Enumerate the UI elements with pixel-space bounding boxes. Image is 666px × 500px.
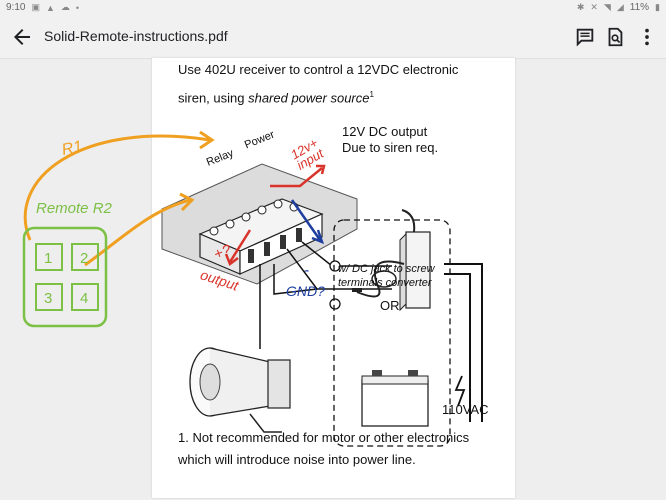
annotation-gnd: GND? bbox=[286, 283, 325, 299]
heading-italic: shared power source bbox=[248, 90, 370, 106]
more-dots-icon: • bbox=[75, 2, 80, 13]
annotation-key-1: 1 bbox=[44, 250, 53, 267]
mute-icon: ✕ bbox=[590, 2, 598, 12]
footnote-line-2: which will introduce noise into power li… bbox=[178, 452, 416, 467]
heading-line-1: Use 402U receiver to control a 12VDC ele… bbox=[178, 62, 459, 77]
positive-terminal-point bbox=[329, 260, 341, 272]
bluetooth-icon: ✱ bbox=[576, 2, 585, 12]
gallery-icon: ▣ bbox=[31, 2, 40, 12]
output-label-1: 12V DC output bbox=[342, 124, 428, 139]
comment-button[interactable] bbox=[574, 26, 596, 48]
ac-wire-2 bbox=[444, 273, 471, 422]
converter-label-1: w/ DC jack to screw bbox=[338, 263, 435, 275]
app-bar: Solid-Remote-instructions.pdf bbox=[0, 16, 666, 59]
annotation-r1: R1 bbox=[60, 138, 84, 159]
document-title: Solid-Remote-instructions.pdf bbox=[44, 28, 228, 44]
more-vert-icon bbox=[645, 28, 649, 46]
footnote-marker: 1 bbox=[369, 90, 374, 99]
notification-icon: ▲ bbox=[45, 2, 55, 13]
output-label-2: Due to siren req. bbox=[342, 140, 439, 155]
converter-label-2: terminals converter bbox=[338, 277, 432, 289]
annotation-remote-r2: Remote R2 bbox=[36, 200, 112, 217]
siren-horn bbox=[189, 347, 291, 433]
annotation-key-4: 4 bbox=[80, 290, 89, 307]
signal-icon: ◢ bbox=[616, 2, 624, 12]
footnote-line-1: 1. Not recommended for motor or other el… bbox=[178, 430, 470, 445]
wifi-icon: ◥ bbox=[603, 2, 611, 12]
battery-percent: 11% bbox=[629, 2, 650, 13]
status-time: 9:10 bbox=[6, 2, 26, 13]
search-document-icon bbox=[608, 27, 623, 47]
lightning-bolt-icon bbox=[454, 375, 466, 407]
pdf-page: Use 402U receiver to control a 12VDC ele… bbox=[152, 58, 515, 498]
find-in-document-button[interactable] bbox=[604, 26, 626, 48]
annotation-key-3: 3 bbox=[44, 290, 53, 307]
arrow-back-icon bbox=[14, 29, 30, 45]
ac-label: 110VAC bbox=[442, 402, 489, 417]
heading-line-2: siren, using shared power source1 bbox=[178, 90, 374, 105]
or-label: OR bbox=[380, 298, 400, 313]
more-options-button[interactable] bbox=[636, 26, 658, 48]
annotation-key-2: 2 bbox=[80, 250, 89, 267]
ac-wire-1 bbox=[444, 263, 483, 422]
comment-icon bbox=[576, 28, 594, 47]
annotation-minus: - bbox=[304, 262, 310, 279]
battery-icon bbox=[361, 370, 429, 427]
remote-outline bbox=[22, 226, 108, 328]
negative-terminal-point bbox=[329, 298, 341, 310]
power-adapter bbox=[352, 209, 431, 312]
back-button[interactable] bbox=[10, 25, 34, 49]
cloud-icon: ☁ bbox=[60, 2, 70, 12]
heading-line-2-prefix: siren, using bbox=[178, 90, 249, 106]
status-bar: 9:10 ▣ ▲ ☁ • ✱ ✕ ◥ ◢ 11% ▮ bbox=[0, 0, 666, 16]
power-source-box bbox=[333, 219, 451, 447]
battery-icon: ▮ bbox=[655, 2, 660, 12]
siren-wire-2 bbox=[273, 264, 318, 295]
